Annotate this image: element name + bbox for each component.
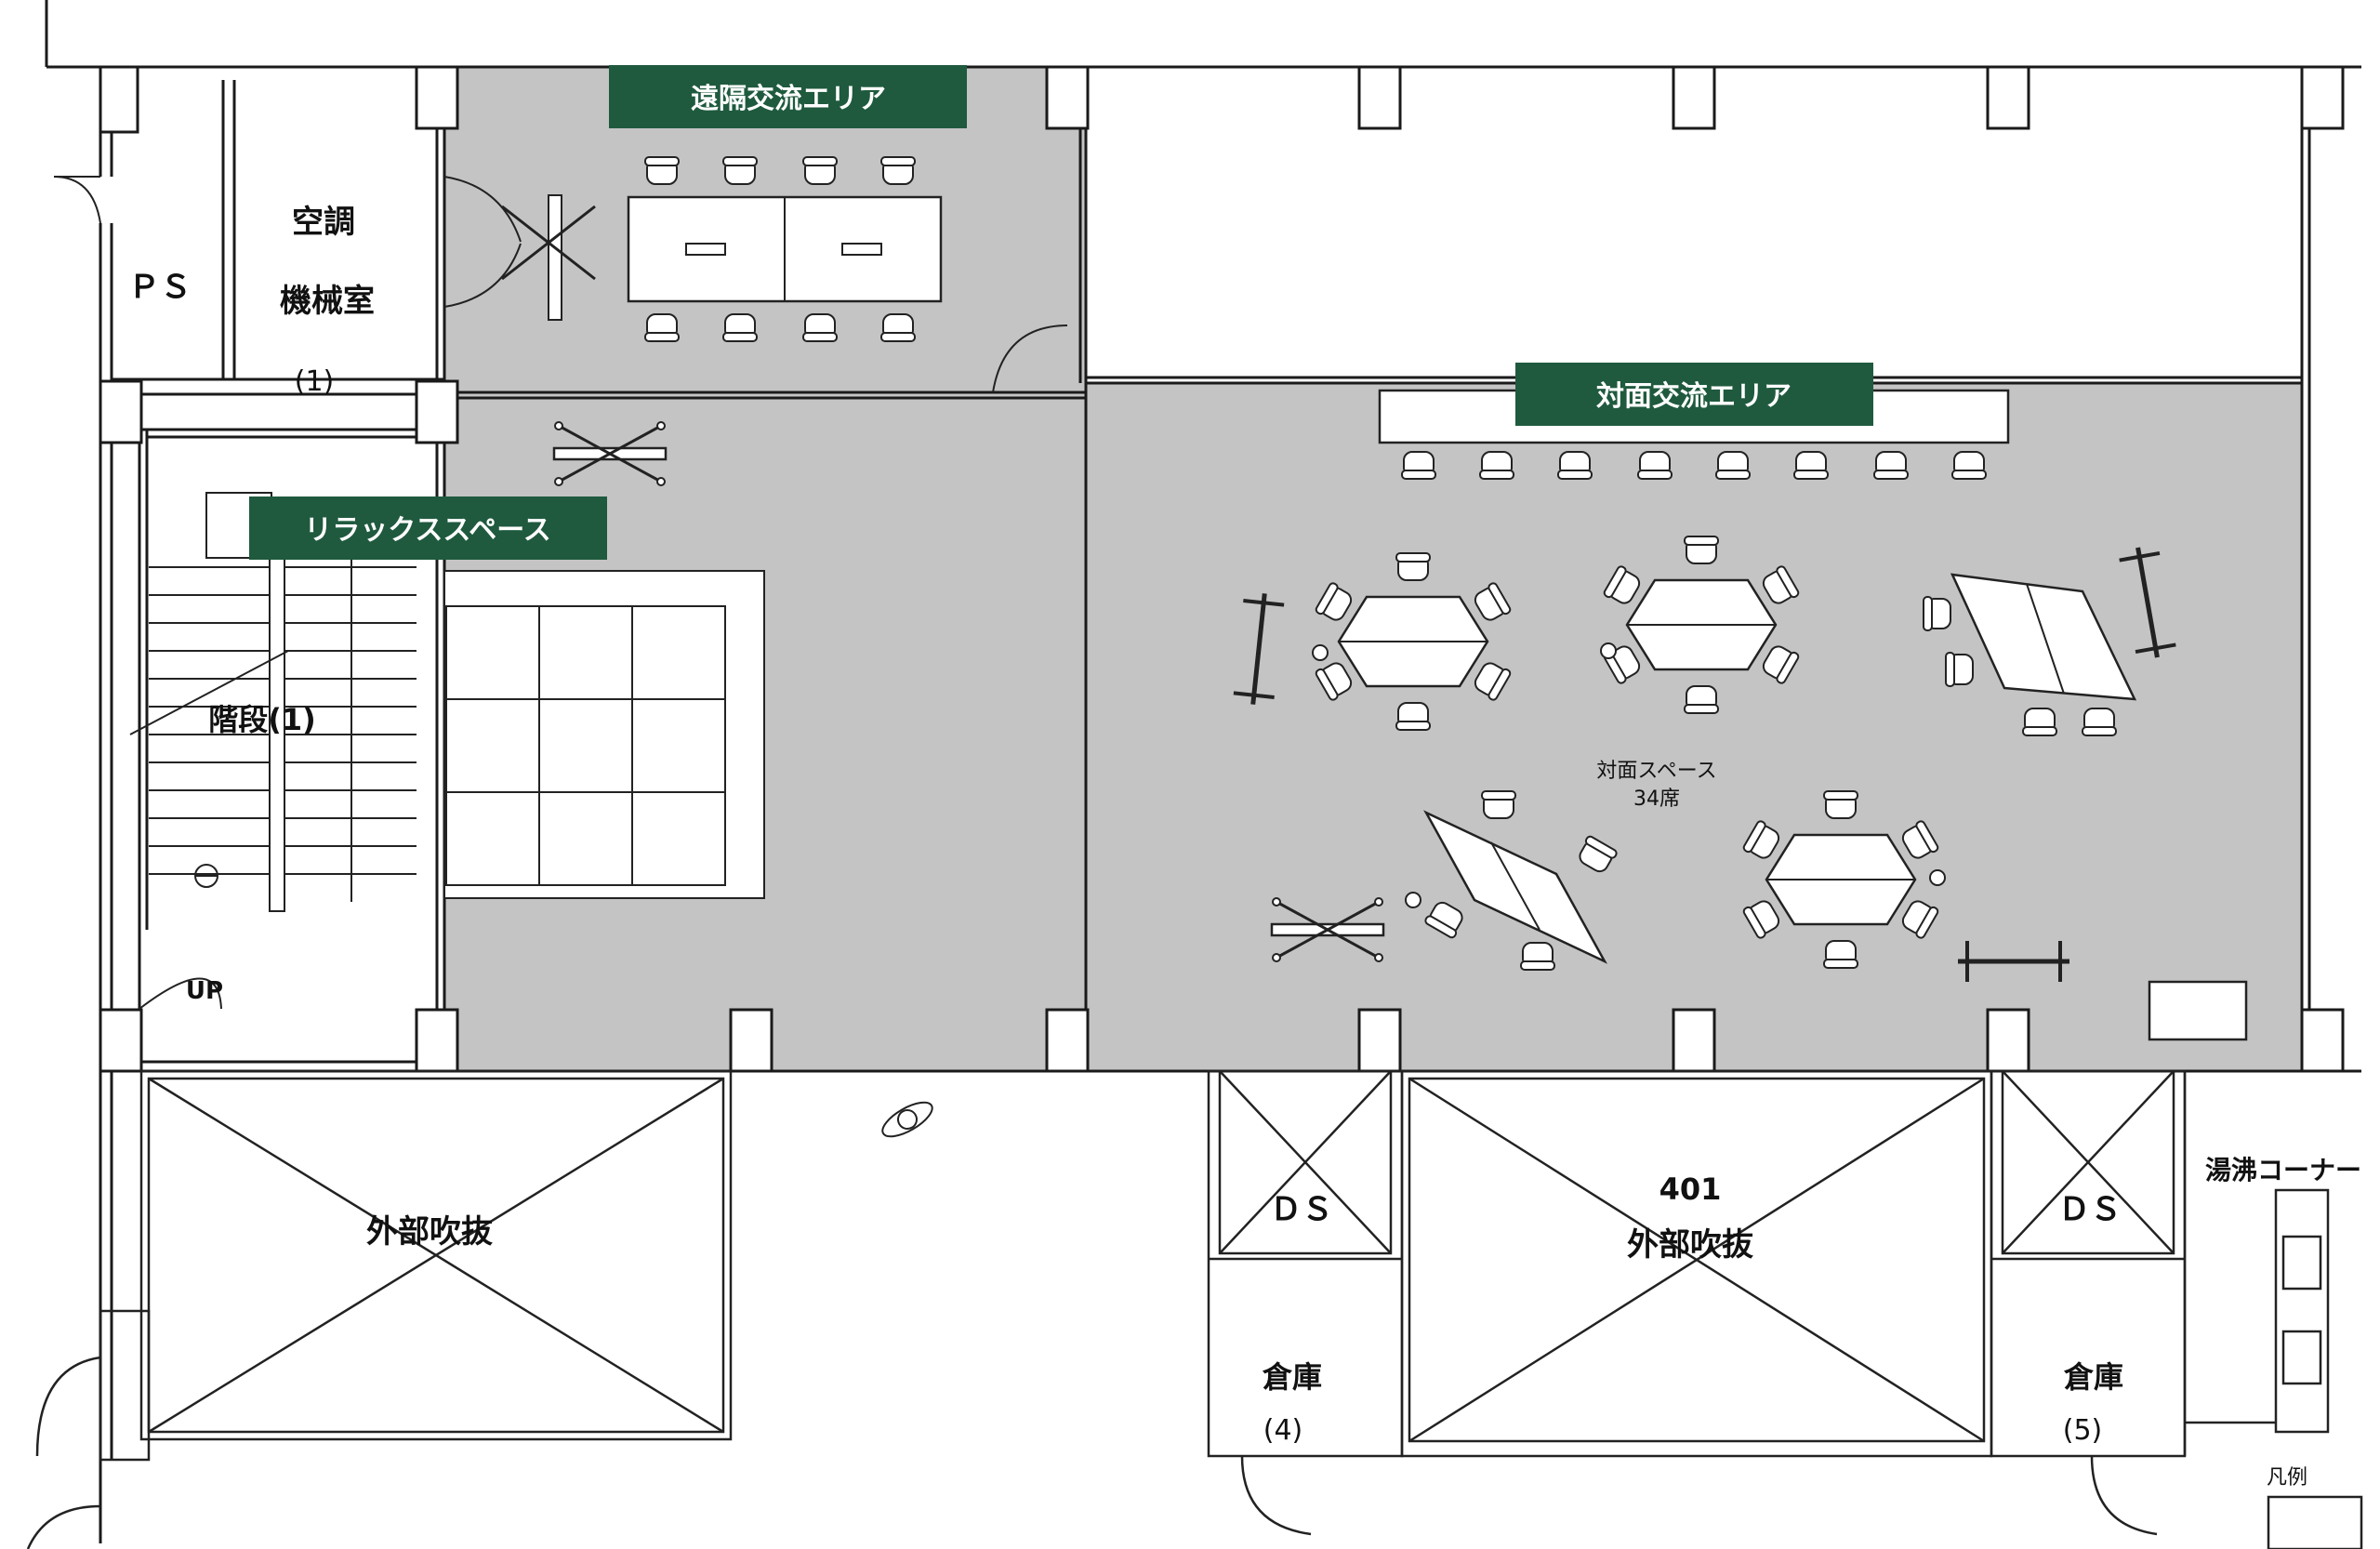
storage-left-label: 倉庫	[1262, 1359, 1322, 1395]
void-center-num: 401	[1659, 1172, 1722, 1207]
ac-label-num: (1)	[295, 365, 335, 398]
ac-machine-room: 空調 機械室 (1)	[280, 176, 522, 398]
person-figure	[881, 1101, 933, 1138]
face-area-tag-text: 対面交流エリア	[1596, 380, 1792, 413]
kettle-corner	[2183, 1071, 2363, 1549]
stairs: 階段(1) UP	[129, 492, 416, 1010]
ds-right-room	[1990, 1069, 2187, 1536]
relax-space-tag-text: リラックススペース	[304, 514, 551, 547]
face-cabinet	[2148, 980, 2248, 1041]
remote-door	[992, 324, 1068, 393]
ds-left-room	[1207, 1069, 1404, 1536]
face-trapezoid-table-1	[1923, 573, 2137, 736]
storage-left-num: (4)	[1263, 1414, 1303, 1447]
void-center-label: 外部吹抜	[1627, 1226, 1753, 1264]
face-trapezoid-table-2	[1422, 790, 1620, 971]
ps-room: ＰＳ	[53, 176, 192, 306]
face-space-label-line2: 34席	[1633, 788, 1680, 811]
face-area-floor	[1086, 383, 2302, 1071]
ac-label-line2: 機械室	[280, 283, 375, 320]
void-center	[1400, 1069, 1993, 1458]
ps-label: ＰＳ	[128, 269, 192, 306]
face-space-label-line1: 対面スペース	[1596, 760, 1716, 783]
face-area-tag: 対面交流エリア	[1515, 363, 1873, 426]
remote-monitor-stand	[501, 194, 596, 321]
remote-area-tag-text: 遠隔交流エリア	[691, 83, 886, 115]
void-left-label: 外部吹抜	[366, 1213, 493, 1251]
ds-left-label: ＤＳ	[1270, 1191, 1333, 1228]
ds-right-label: ＤＳ	[2058, 1191, 2122, 1228]
columns	[99, 65, 2345, 1073]
storage-right-label: 倉庫	[2063, 1359, 2123, 1395]
face-small-circles	[1312, 642, 1946, 908]
relax-space-tag: リラックススペース	[249, 496, 607, 560]
stairs-label: 階段(1)	[208, 702, 316, 737]
up-label: UP	[186, 977, 223, 1005]
void-left	[26, 1069, 733, 1549]
ac-label-line1: 空調	[292, 204, 355, 241]
storage-right-num: (5)	[2063, 1414, 2103, 1447]
remote-meeting-table	[627, 156, 943, 342]
relax-area-furniture	[443, 420, 765, 899]
kettle-corner-label: 湯沸コーナー	[2205, 1155, 2361, 1185]
remote-area-tag: 遠隔交流エリア	[609, 65, 967, 128]
legend-label: 凡例	[2267, 1466, 2307, 1489]
